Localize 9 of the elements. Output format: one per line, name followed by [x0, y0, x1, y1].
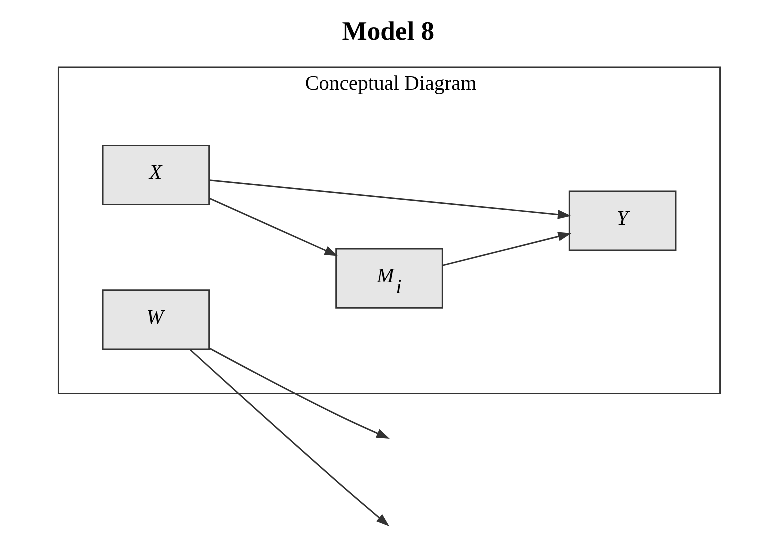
diagram-title: Model 8 [342, 16, 434, 46]
arrow [208, 180, 571, 220]
arrow [189, 349, 390, 527]
node-box: Y [568, 190, 676, 252]
node-box: W [102, 290, 210, 350]
arrow [442, 232, 572, 266]
arrow [208, 348, 390, 439]
arrow [208, 198, 338, 256]
node-box: X [102, 144, 210, 206]
